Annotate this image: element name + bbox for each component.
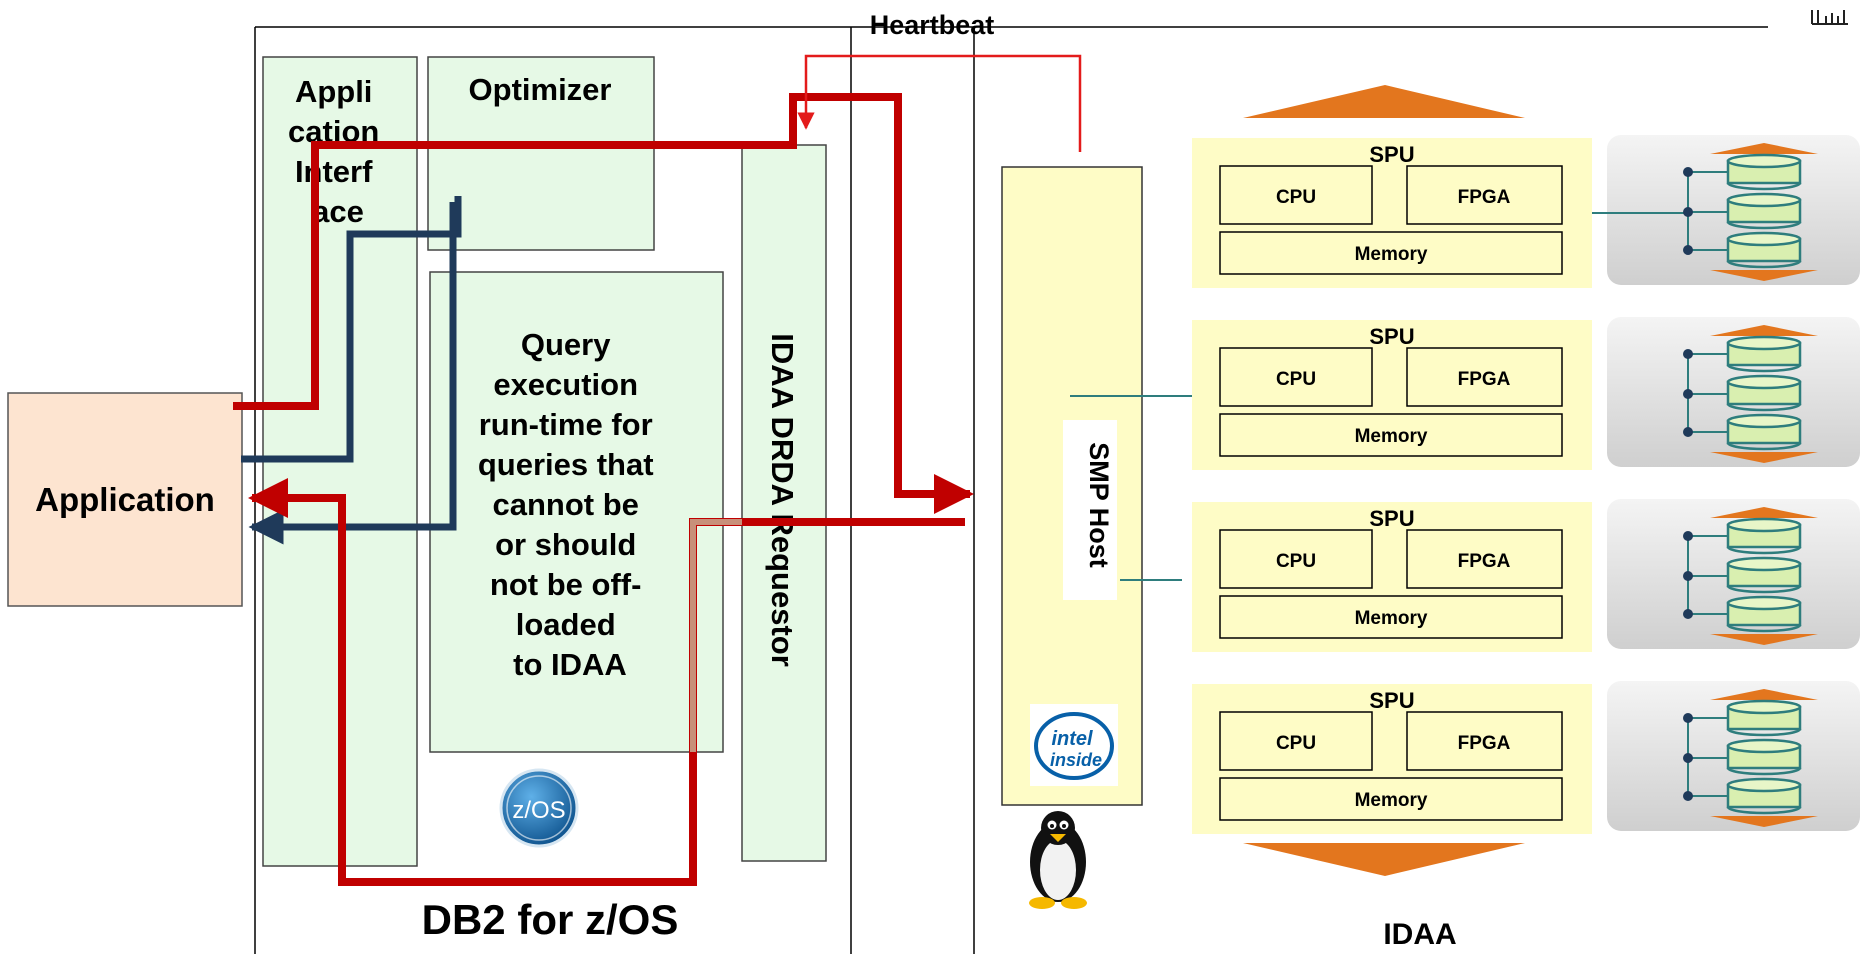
cpu-box — [1219, 529, 1373, 589]
spu-unit: SPU CPU FPGA Memory — [1192, 138, 1592, 288]
disk-icon — [1726, 517, 1802, 555]
spu-label: SPU — [1369, 688, 1414, 713]
disk-icon — [1726, 595, 1802, 633]
scale-up-arrow — [1243, 85, 1525, 118]
heartbeat-label: Heartbeat — [870, 10, 995, 40]
fpga-label: FPGA — [1458, 733, 1511, 754]
disk-icon — [1726, 699, 1802, 737]
disk-icon — [1726, 413, 1802, 451]
memory-label: Memory — [1355, 426, 1428, 447]
host-spu-connectors — [1070, 395, 1195, 581]
cpu-label: CPU — [1276, 551, 1316, 572]
drda-requestor-box: IDAA DRDA Requestor — [741, 144, 827, 862]
disk-icon — [1726, 192, 1802, 230]
query-runtime-line: loaded — [516, 607, 616, 642]
zos-logo-icon: z/OS — [499, 768, 579, 848]
spu-unit: SPU CPU FPGA Memory — [1192, 320, 1592, 470]
disk-icon — [1726, 777, 1802, 815]
fpga-label: FPGA — [1458, 369, 1511, 390]
query-runtime-line: cannot be — [492, 487, 638, 522]
memory-label: Memory — [1355, 790, 1428, 811]
disk-panel — [1607, 499, 1860, 649]
idaa-title: IDAA — [1383, 918, 1456, 951]
app-interface-line: Interf — [295, 154, 373, 189]
disk-panel — [1607, 681, 1860, 831]
query-runtime-line: execution — [493, 367, 638, 402]
cpu-label: CPU — [1276, 733, 1316, 754]
disk-icon — [1726, 374, 1802, 412]
frame-lines — [254, 26, 1768, 954]
query-runtime-line: queries that — [478, 447, 654, 482]
memory-box — [1219, 231, 1563, 275]
memory-label: Memory — [1355, 244, 1428, 265]
corner-logo-icon — [1808, 6, 1848, 25]
memory-label: Memory — [1355, 608, 1428, 629]
disk-icon — [1726, 231, 1802, 269]
query-runtime-line: Query — [521, 327, 611, 362]
intel-logo-icon: intel inside — [1030, 704, 1118, 786]
intel-logo-line: intel — [1051, 728, 1093, 750]
smp-host-label: SMP Host — [1084, 442, 1114, 568]
cpu-box — [1219, 165, 1373, 225]
fpga-box — [1406, 529, 1563, 589]
spu-unit: SPU CPU FPGA Memory — [1192, 684, 1592, 834]
memory-box — [1219, 413, 1563, 457]
svg-text:Query execution ru: Query execution run-time for queries tha… — [478, 327, 662, 682]
optimizer-box: Optimizer — [427, 56, 655, 251]
spu-label: SPU — [1369, 324, 1414, 349]
fpga-box — [1406, 711, 1563, 771]
optimizer-flow — [241, 196, 462, 463]
intel-logo-line: inside — [1050, 750, 1102, 770]
cpu-box — [1219, 347, 1373, 407]
disk-icon — [1726, 556, 1802, 594]
fpga-label: FPGA — [1458, 187, 1511, 208]
fpga-label: FPGA — [1458, 551, 1511, 572]
disk-panel — [1607, 317, 1860, 467]
disk-icon — [1726, 335, 1802, 373]
optimizer-label: Optimizer — [469, 72, 612, 107]
local-result-flow — [248, 202, 457, 545]
app-interface-line: Appli — [295, 74, 373, 109]
query-runtime-box: Query execution run-time for queries tha… — [429, 271, 724, 753]
db2-title: DB2 for z/OS — [422, 896, 679, 943]
disk-panel — [1592, 135, 1860, 285]
disk-icon — [1726, 738, 1802, 776]
fpga-box — [1406, 347, 1563, 407]
heartbeat-flow — [797, 54, 1082, 152]
app-interface-line: ace — [312, 194, 364, 229]
drda-requestor-label: IDAA DRDA Requestor — [765, 333, 800, 667]
scale-down-arrow — [1243, 843, 1525, 876]
application-label: Application — [35, 481, 215, 518]
memory-box — [1219, 777, 1563, 821]
offload-result-flow-inner — [690, 519, 742, 752]
spu-unit: SPU CPU FPGA Memory — [1192, 502, 1592, 652]
linux-penguin-icon — [1029, 811, 1087, 909]
zos-logo-label: z/OS — [512, 797, 565, 824]
query-offload-flow — [233, 93, 974, 514]
smp-host-box: SMP Host — [1001, 166, 1143, 806]
disk-icon — [1726, 153, 1802, 191]
application-node: Application — [7, 392, 243, 607]
flow-lines — [233, 54, 1082, 886]
spu-label: SPU — [1369, 142, 1414, 167]
query-runtime-line: to IDAA — [513, 647, 627, 682]
fpga-box — [1406, 165, 1563, 225]
query-runtime-line: or should — [495, 527, 636, 562]
cpu-box — [1219, 711, 1373, 771]
cpu-label: CPU — [1276, 187, 1316, 208]
query-runtime-line: not be off- — [490, 567, 642, 602]
query-runtime-line: run-time for — [479, 407, 653, 442]
cpu-label: CPU — [1276, 369, 1316, 390]
spu-label: SPU — [1369, 506, 1414, 531]
memory-box — [1219, 595, 1563, 639]
